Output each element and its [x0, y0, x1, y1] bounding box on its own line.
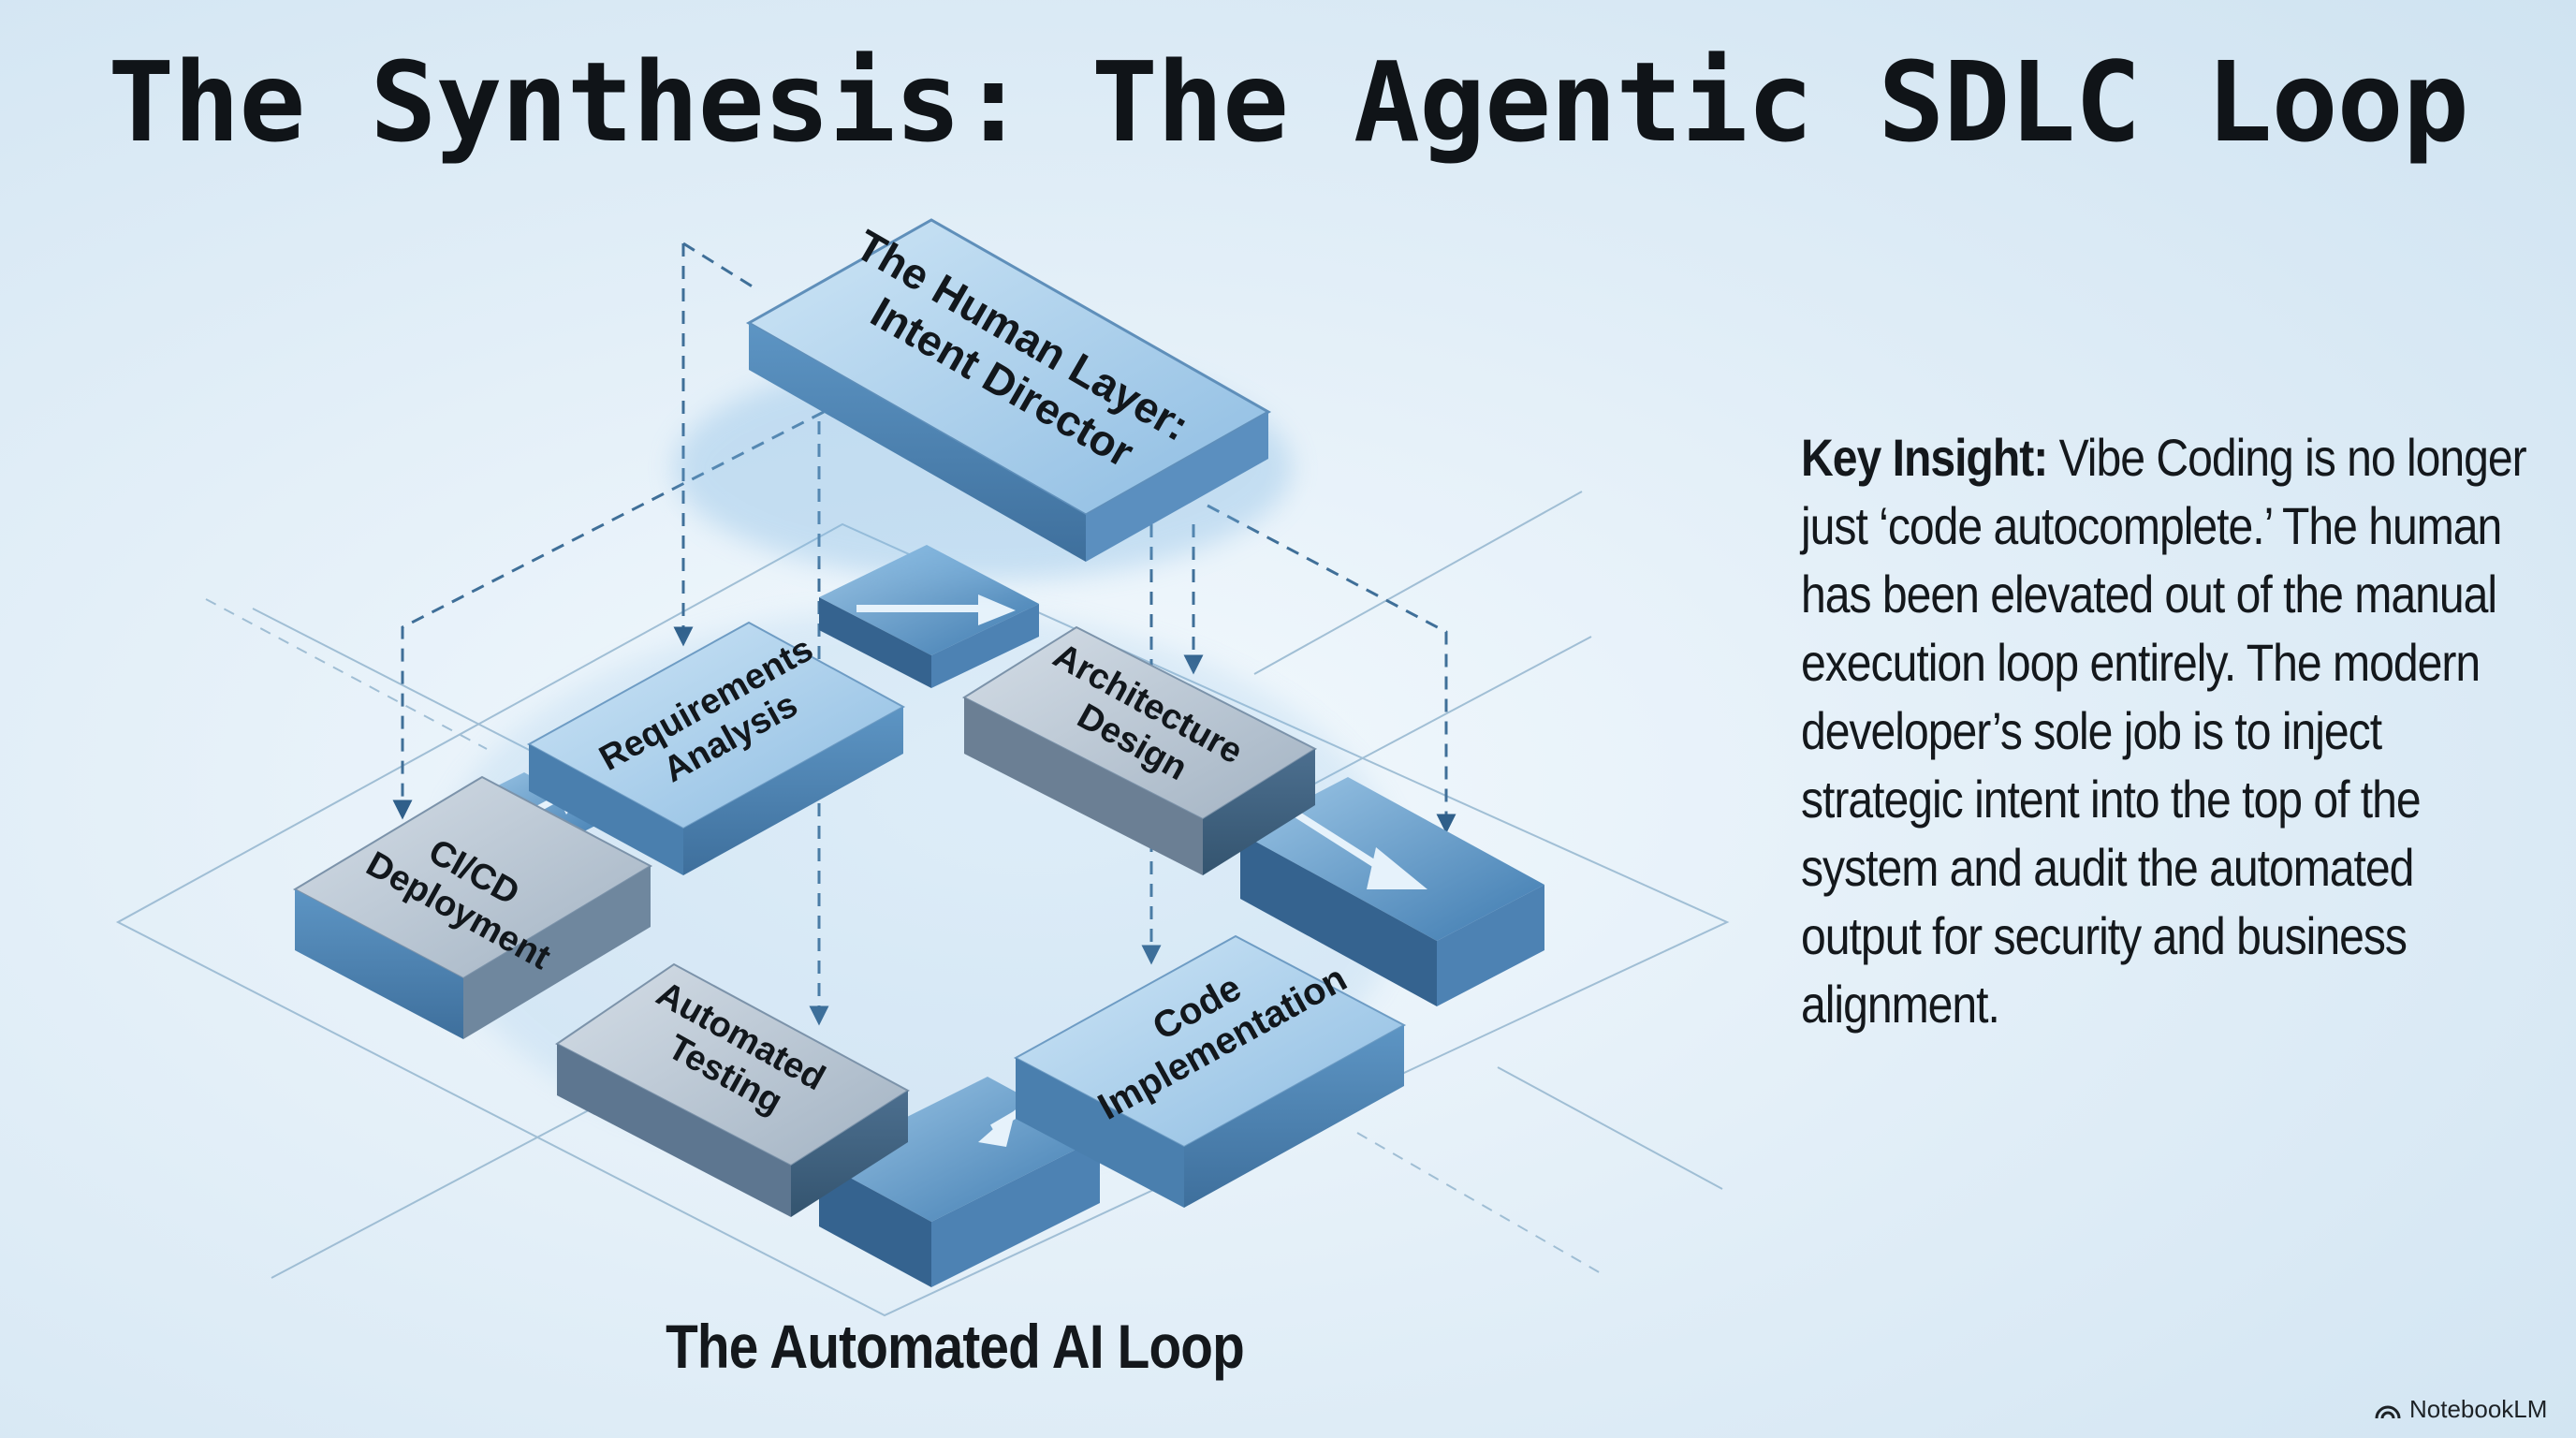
- key-insight-body: Vibe Coding is no longer just ‘code auto…: [1801, 428, 2527, 1034]
- notebooklm-logo-icon: [2375, 1405, 2401, 1418]
- stage-cicd-box: CI/CD Deployment: [292, 775, 653, 1039]
- stage-requirements-box: Requirements Analysis: [526, 621, 906, 875]
- stage-testing-box: Automated Testing: [555, 962, 910, 1217]
- brand-name: NotebookLM: [2409, 1395, 2548, 1423]
- connector-right: [1240, 777, 1544, 1006]
- human-layer-box: The Human Layer: Intent Director: [674, 218, 1292, 580]
- key-insight-heading: Key Insight:: [1801, 428, 2059, 487]
- brand-footer: NotebookLM: [2374, 1395, 2547, 1424]
- page-title: The Synthesis: The Agentic SDLC Loop: [108, 37, 2469, 167]
- key-insight-text: Key Insight: Vibe Coding is no longer ju…: [1801, 423, 2539, 1038]
- loop-caption: The Automated AI Loop: [666, 1312, 1245, 1381]
